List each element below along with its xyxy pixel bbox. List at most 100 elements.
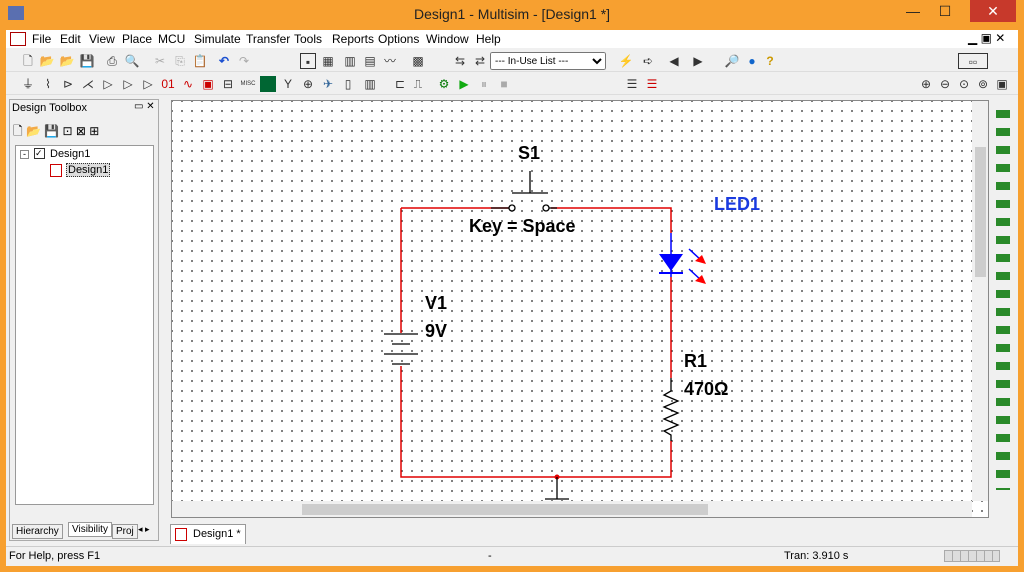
globe-icon[interactable]: ●: [748, 54, 756, 68]
power-icon[interactable]: ⊟: [222, 77, 234, 91]
cut-icon[interactable]: ✂: [154, 54, 166, 68]
tab-project[interactable]: Proj: [112, 524, 138, 539]
menu-place[interactable]: Place: [122, 32, 153, 46]
probe-settings-icon[interactable]: ☰: [646, 77, 658, 91]
transfer-icon[interactable]: ➪: [642, 54, 654, 68]
ground-icon: [545, 477, 569, 500]
hierarchical-icon[interactable]: ▥: [364, 77, 376, 91]
ttl-icon[interactable]: ▷: [123, 77, 133, 91]
horizontal-scrollbar[interactable]: [172, 501, 972, 517]
close-button[interactable]: ✕: [970, 0, 1016, 22]
menu-reports[interactable]: Reports: [332, 32, 375, 46]
paste-icon[interactable]: 📋: [192, 54, 208, 68]
mixed-icon[interactable]: ∿: [182, 77, 194, 91]
zoom-fit-icon[interactable]: ⊚: [977, 77, 989, 91]
run-icon[interactable]: ▶: [459, 77, 469, 91]
redo-icon[interactable]: ↷: [238, 54, 250, 68]
basic-icon[interactable]: ⌇: [45, 77, 51, 91]
electromechanical-icon[interactable]: ⊕: [302, 77, 314, 91]
maximize-button[interactable]: ☐: [938, 3, 952, 19]
minimize-button[interactable]: —: [906, 3, 920, 19]
backannotate-ultiboard-icon[interactable]: ◀: [669, 54, 679, 68]
menu-file[interactable]: File: [32, 32, 52, 46]
undo-icon[interactable]: ↶: [218, 54, 230, 68]
menu-options[interactable]: Options: [378, 32, 420, 46]
print-icon[interactable]: ⎙: [107, 54, 117, 68]
mcu-icon[interactable]: ▯: [344, 77, 352, 91]
misc-icon[interactable]: MISC: [240, 81, 256, 87]
tree-root[interactable]: Design1: [50, 148, 91, 160]
find-icon[interactable]: 🔎: [724, 54, 740, 68]
collapse-icon[interactable]: -: [20, 150, 29, 159]
mdi-controls[interactable]: ▁ ▣ ✕: [968, 31, 1006, 45]
led1[interactable]: [659, 233, 706, 284]
zoom-out-icon[interactable]: ⊖: [939, 77, 951, 91]
run-settings-icon[interactable]: ⚙: [438, 77, 450, 91]
menu-edit[interactable]: Edit: [60, 32, 81, 46]
stop-icon[interactable]: ■: [500, 77, 508, 91]
vertical-scrollbar[interactable]: [972, 101, 988, 501]
battery-value: 9V: [425, 321, 448, 341]
zoom-in-icon[interactable]: ⊕: [920, 77, 932, 91]
forward-annotate-icon[interactable]: ▶: [693, 54, 703, 68]
erc-icon[interactable]: ⚡: [618, 54, 634, 68]
vertical-scroll-thumb[interactable]: [975, 147, 986, 277]
schematic-icon: [50, 164, 62, 177]
grapher-icon[interactable]: 〰: [383, 54, 396, 68]
schematic-canvas[interactable]: S1 Key = Space LED1 V1 9V R1 470Ω: [171, 100, 989, 518]
step-icon[interactable]: ⎍: [413, 77, 423, 91]
in-use-list-dropdown[interactable]: --- In-Use List ---: [490, 52, 606, 70]
tab-design1[interactable]: Design1 *: [170, 524, 246, 544]
advanced-peripherals-icon[interactable]: [260, 76, 276, 92]
backannotate-icon[interactable]: ⇄: [474, 54, 486, 68]
help-icon[interactable]: ?: [766, 54, 774, 68]
transistor-icon[interactable]: ⋌: [82, 77, 94, 91]
tab-scroll-arrows[interactable]: ◂ ▸: [138, 524, 150, 534]
menu-transfer[interactable]: Transfer: [246, 32, 291, 46]
database-icon[interactable]: ▥: [344, 54, 356, 68]
annotate-icon[interactable]: ⇆: [454, 54, 466, 68]
menu-mcu[interactable]: MCU: [158, 32, 186, 46]
postprocessor-icon[interactable]: ▩: [412, 54, 424, 68]
print-preview-icon[interactable]: 🔍: [124, 54, 140, 68]
analog-icon[interactable]: ▷: [103, 77, 113, 91]
open-sample-icon[interactable]: 📂: [59, 54, 75, 68]
tree-child[interactable]: Design1: [66, 163, 111, 177]
battery-v1[interactable]: [384, 333, 418, 365]
bus-icon[interactable]: ⊏: [394, 77, 406, 91]
save-icon[interactable]: 💾: [79, 54, 95, 68]
misc-digital-icon[interactable]: 01: [161, 77, 175, 91]
checkbox-icon[interactable]: ✓: [34, 148, 45, 159]
design-toolbox: Design Toolbox ▭ ✕ 🗋 📂 💾 ⊡ ⊠ ⊞ - ✓ Desig…: [9, 99, 159, 541]
menu-tools[interactable]: Tools: [294, 32, 323, 46]
indicator-icon[interactable]: ▣: [202, 77, 214, 91]
switch-s1[interactable]: [491, 171, 557, 212]
resistor-r1[interactable]: [662, 378, 680, 441]
menu-view[interactable]: View: [89, 32, 115, 46]
menu-help[interactable]: Help: [476, 32, 501, 46]
ni-components-icon[interactable]: ✈: [322, 77, 334, 91]
tab-hierarchy[interactable]: Hierarchy: [12, 524, 63, 539]
component-icon[interactable]: ▤: [364, 54, 376, 68]
spreadsheet-icon[interactable]: ▦: [322, 54, 334, 68]
open-icon[interactable]: 📂: [39, 54, 55, 68]
toggle-view-icon[interactable]: ▫▫: [958, 53, 988, 69]
toolbox-close-button[interactable]: ▭ ✕: [134, 101, 155, 112]
cmos-icon[interactable]: ▷: [143, 77, 153, 91]
menu-simulate[interactable]: Simulate: [194, 32, 241, 46]
design-toolbox-toggle-icon[interactable]: ▪: [300, 53, 316, 69]
copy-icon[interactable]: ⎘: [175, 54, 185, 68]
pause-icon[interactable]: ⏸: [480, 77, 487, 91]
instrument-icons[interactable]: [996, 110, 1010, 490]
toolbox-icons[interactable]: 🗋 📂 💾 ⊡ ⊠ ⊞: [13, 124, 100, 138]
diode-icon[interactable]: ⊳: [62, 77, 74, 91]
new-icon[interactable]: 🗋: [23, 54, 33, 68]
horizontal-scroll-thumb[interactable]: [302, 504, 708, 515]
zoom-sheet-icon[interactable]: ▣: [996, 77, 1008, 91]
rf-icon[interactable]: Y: [283, 77, 292, 91]
menu-window[interactable]: Window: [426, 32, 469, 46]
probe-icon[interactable]: ☰: [626, 77, 638, 91]
source-icon[interactable]: ⏚: [21, 77, 34, 91]
tab-visibility[interactable]: Visibility: [68, 522, 112, 537]
zoom-area-icon[interactable]: ⊙: [958, 77, 970, 91]
